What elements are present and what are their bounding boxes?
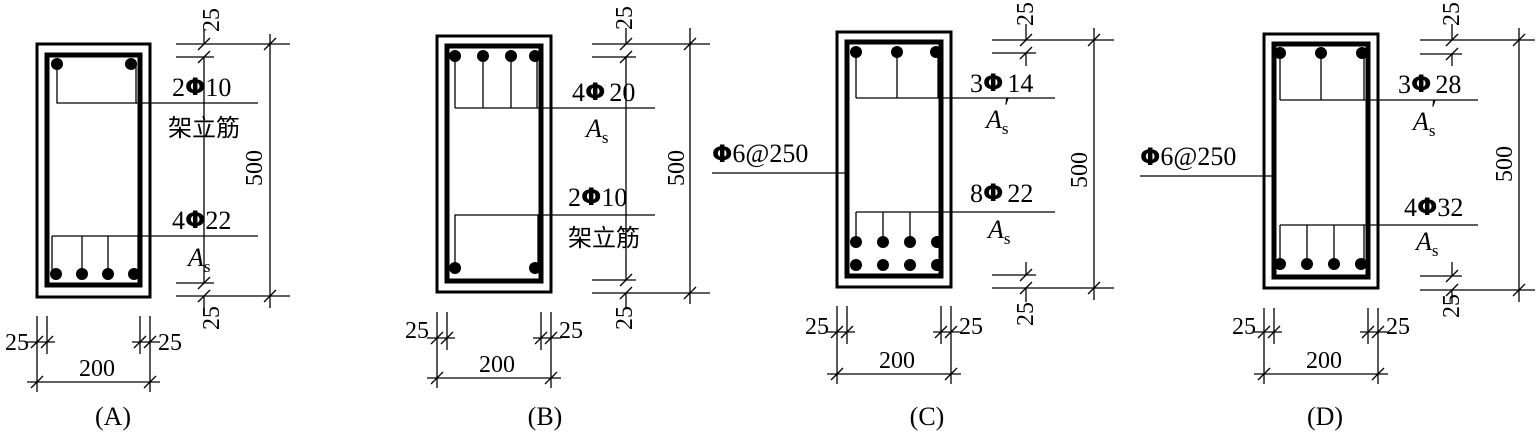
section-b-bottom-label: 2Φ10 — [568, 183, 627, 212]
section-c-bottom-area: As — [986, 215, 1011, 248]
section-d-bottom-bars — [1274, 224, 1367, 270]
section-c-caption: (C) — [910, 402, 945, 431]
section-a-bottom-area: As — [186, 243, 211, 276]
section-b-bottom-note: 架立筋 — [568, 224, 640, 252]
section-a-bottom-bars — [50, 235, 140, 280]
section-a-cover-bottom: 25 — [199, 306, 225, 330]
section-d-bottom-area: As — [1414, 227, 1439, 260]
section-a-height-value: 500 — [242, 150, 268, 186]
section-c-outline — [835, 30, 953, 289]
section-a-outline — [35, 42, 152, 299]
section-c-cover-right: 25 — [959, 314, 983, 340]
section-d-caption: (D) — [1307, 402, 1343, 431]
section-b-outline — [435, 34, 553, 294]
section-c-top-area: As′ — [984, 93, 1009, 138]
section-d-cover-left: 25 — [1232, 314, 1256, 340]
section-d-bottom-label: 4Φ32 — [1404, 193, 1463, 222]
section-d-cover-bottom: 25 — [1439, 294, 1465, 318]
section-d-width-value: 200 — [1306, 348, 1342, 374]
section-b-bottom-bars — [449, 214, 541, 274]
section-a-cover-right: 25 — [158, 330, 182, 356]
section-b-stirrup — [444, 43, 544, 284]
section-c-stirrup-label: Φ6@250 — [712, 139, 808, 168]
section-c-top-bars — [850, 46, 942, 99]
section-b-cover-top: 25 — [612, 6, 638, 30]
section-b-top-bars — [449, 50, 541, 109]
section-a-bottom-label: 4Φ22 — [172, 206, 231, 235]
section-c-height-dim — [992, 24, 1114, 302]
section-b-width-dim — [427, 312, 561, 388]
section-c-width-dim — [827, 306, 961, 384]
section-b-height-value: 500 — [664, 150, 690, 186]
section-d-stirrup-label: Φ6@250 — [1140, 142, 1236, 171]
section-d-outline — [1262, 32, 1380, 290]
section-c-cover-left: 25 — [805, 314, 829, 340]
section-d-width-dim — [1254, 308, 1388, 384]
section-a-top-label: 2Φ10 — [172, 73, 231, 102]
section-c-cover-top: 25 — [1013, 2, 1039, 26]
section-a-width-dim — [27, 316, 160, 392]
section-b-cover-right: 25 — [559, 318, 583, 344]
section-a-caption: (A) — [95, 402, 131, 431]
section-b-cover-left: 25 — [405, 318, 429, 344]
section-a-cover-top: 25 — [199, 8, 225, 32]
section-b-height-dim — [592, 28, 710, 308]
section-b-cover-bottom: 25 — [612, 306, 638, 330]
section-c-width-value: 200 — [879, 348, 915, 374]
section-a-width-value: 200 — [79, 356, 115, 382]
section-b-width-value: 200 — [479, 352, 515, 378]
section-c-stirrup — [844, 39, 944, 279]
section-a-top-bars — [51, 58, 137, 104]
section-b-top-area: As — [584, 114, 609, 147]
section-c-cover-bottom: 25 — [1013, 302, 1039, 326]
section-a-height-dim — [176, 30, 290, 310]
section-a-stirrup — [44, 52, 143, 288]
section-a-cover-left: 25 — [5, 330, 29, 356]
section-c-bottom-bars — [850, 211, 943, 271]
section-a: 2Φ10 架立筋 4Φ22 As 500 25 25 — [5, 8, 290, 431]
section-d-top-area: As′ — [1411, 95, 1436, 140]
section-b-caption: (B) — [528, 402, 563, 431]
section-d-top-bars — [1274, 47, 1368, 101]
section-d-height-value: 500 — [1492, 146, 1518, 182]
section-d-stirrup — [1271, 41, 1371, 280]
section-c-height-value: 500 — [1067, 152, 1093, 188]
section-d-cover-right: 25 — [1386, 314, 1410, 340]
section-d-height-dim — [1420, 24, 1535, 304]
section-d-cover-top: 25 — [1439, 2, 1465, 26]
